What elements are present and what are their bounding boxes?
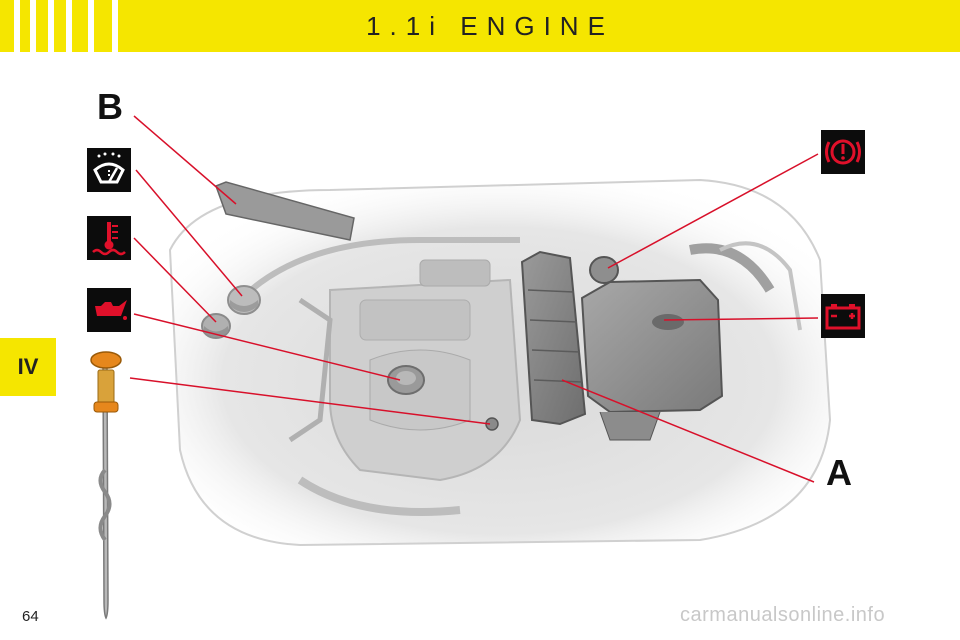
- header-stripe: [14, 0, 20, 52]
- coolant-temperature-icon: [87, 216, 131, 260]
- screenwash-icon: [87, 148, 131, 192]
- dipstick-drawing: [90, 351, 122, 620]
- header-stripe: [88, 0, 94, 52]
- callout-label-b: B: [97, 86, 123, 127]
- header-band: 1.1i ENGINE: [0, 0, 960, 52]
- header-stripe: [66, 0, 72, 52]
- page-number: 64: [22, 608, 39, 625]
- brake-warning-icon: [821, 130, 865, 174]
- page-title: 1.1i ENGINE: [366, 11, 614, 41]
- watermark: carmanualsonline.info: [680, 604, 886, 626]
- section-tab: IV: [0, 338, 56, 396]
- callout-label-a: A: [826, 452, 852, 493]
- header-stripe: [30, 0, 36, 52]
- oil-can-icon: [87, 288, 131, 332]
- header-stripe: [112, 0, 118, 52]
- battery-cover: [580, 278, 724, 414]
- scuttle-panel: [215, 181, 355, 241]
- battery-icon: [821, 294, 865, 338]
- brake-fluid-cap: [589, 256, 619, 284]
- callout-lines: [129, 115, 819, 483]
- section-tab-label: IV: [17, 354, 39, 379]
- header-stripe: [48, 0, 54, 52]
